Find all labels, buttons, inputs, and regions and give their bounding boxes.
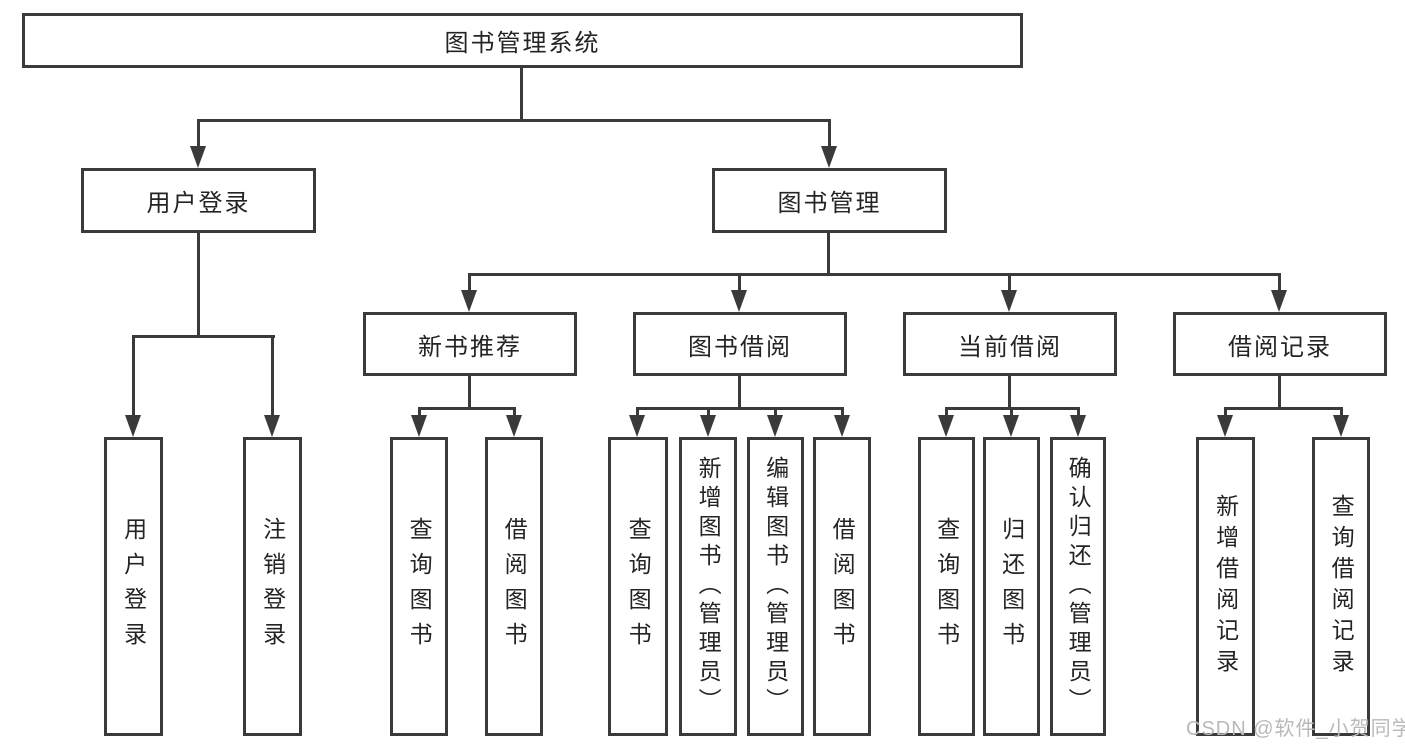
arrowhead-icon: [1333, 415, 1349, 437]
node-user-login: 用户登录: [81, 168, 316, 233]
connector-line: [738, 273, 741, 293]
connector-line: [197, 233, 200, 338]
leaf-label: 查询图书: [933, 516, 960, 657]
connector-line: [636, 407, 844, 410]
arrowhead-icon: [1070, 415, 1086, 437]
arrowhead-icon: [1003, 415, 1019, 437]
arrowhead-icon: [1001, 290, 1017, 312]
leaf-query-borrow-record: 查询借阅记录: [1312, 437, 1370, 736]
leaf-label: 新增借阅记录: [1212, 493, 1239, 680]
connector-line: [468, 376, 471, 410]
node-label: 当前借阅: [958, 333, 1062, 361]
leaf-user-login: 用户登录: [104, 437, 163, 736]
leaf-logout: 注销登录: [243, 437, 302, 736]
connector-line: [774, 407, 777, 417]
connector-line: [1077, 407, 1080, 417]
connector-line: [828, 119, 831, 147]
leaf-label: 查询借阅记录: [1328, 493, 1355, 680]
node-label: 用户登录: [146, 190, 251, 217]
leaf-label: 归还图书: [998, 516, 1025, 657]
leaf-label: 查询图书: [406, 516, 433, 657]
arrowhead-icon: [629, 415, 645, 437]
node-label: 图书管理: [777, 190, 882, 217]
connector-line: [1224, 407, 1343, 410]
connector-line: [468, 273, 471, 293]
arrowhead-icon: [938, 415, 954, 437]
connector-line: [132, 335, 275, 338]
node-label: 新书推荐: [418, 333, 522, 361]
arrowhead-icon: [731, 290, 747, 312]
connector-line: [132, 335, 135, 417]
connector-line: [418, 407, 516, 410]
leaf-label: 借阅图书: [829, 516, 856, 657]
connector-line: [1008, 376, 1011, 410]
connector-line: [197, 119, 831, 122]
leaf-borrow-book: 借阅图书: [485, 437, 543, 736]
csdn-watermark: CSDN @软件_小贺同学: [1186, 718, 1405, 740]
arrowhead-icon: [411, 415, 427, 437]
connector-line: [1340, 407, 1343, 417]
leaf-edit-book-admin: 编辑图书（管理员）: [747, 437, 804, 736]
leaf-label: 确认归还（管理员）: [1065, 456, 1092, 717]
node-label: 借阅记录: [1228, 333, 1332, 361]
node-new-book-recommend: 新书推荐: [363, 312, 577, 376]
leaf-label: 借阅图书: [501, 516, 528, 657]
leaf-return-book: 归还图书: [983, 437, 1040, 736]
leaf-query-book: 查询图书: [390, 437, 448, 736]
connector-line: [841, 407, 844, 417]
leaf-add-borrow-record: 新增借阅记录: [1196, 437, 1255, 736]
arrowhead-icon: [1271, 290, 1287, 312]
connector-line: [197, 119, 200, 147]
connector-line: [945, 407, 948, 417]
leaf-label: 编辑图书（管理员）: [762, 456, 789, 717]
node-book-borrowing: 图书借阅: [633, 312, 847, 376]
arrowhead-icon: [125, 415, 141, 437]
connector-line: [520, 68, 523, 121]
leaf-label: 新增图书（管理员）: [695, 456, 722, 717]
arrowhead-icon: [700, 415, 716, 437]
node-book-management: 图书管理: [712, 168, 947, 233]
connector-line: [827, 233, 830, 276]
leaf-query-book-2: 查询图书: [608, 437, 668, 736]
arrowhead-icon: [834, 415, 850, 437]
arrowhead-icon: [1217, 415, 1233, 437]
leaf-label: 用户登录: [120, 516, 147, 657]
leaf-query-book-3: 查询图书: [918, 437, 975, 736]
connector-line: [468, 273, 1281, 276]
leaf-add-book-admin: 新增图书（管理员）: [679, 437, 737, 736]
arrowhead-icon: [264, 415, 280, 437]
arrowhead-icon: [821, 146, 837, 168]
arrowhead-icon: [506, 415, 522, 437]
connector-line: [1010, 407, 1013, 417]
connector-line: [1008, 273, 1011, 293]
connector-line: [513, 407, 516, 417]
leaf-confirm-return-admin: 确认归还（管理员）: [1050, 437, 1106, 736]
node-label: 图书借阅: [688, 333, 792, 361]
node-library-management-system: 图书管理系统: [22, 13, 1023, 68]
connector-line: [707, 407, 710, 417]
connector-line: [271, 335, 274, 417]
connector-line: [418, 407, 421, 417]
arrowhead-icon: [767, 415, 783, 437]
connector-line: [636, 407, 639, 417]
connector-line: [1278, 376, 1281, 410]
node-borrowing-records: 借阅记录: [1173, 312, 1387, 376]
leaf-borrow-book-2: 借阅图书: [813, 437, 871, 736]
connector-line: [738, 376, 741, 410]
leaf-label: 查询图书: [625, 516, 652, 657]
node-label: 图书管理系统: [444, 30, 601, 57]
arrowhead-icon: [190, 146, 206, 168]
arrowhead-icon: [461, 290, 477, 312]
connector-line: [1278, 273, 1281, 293]
leaf-label: 注销登录: [259, 516, 286, 657]
connector-line: [1224, 407, 1227, 417]
node-current-borrowing: 当前借阅: [903, 312, 1117, 376]
